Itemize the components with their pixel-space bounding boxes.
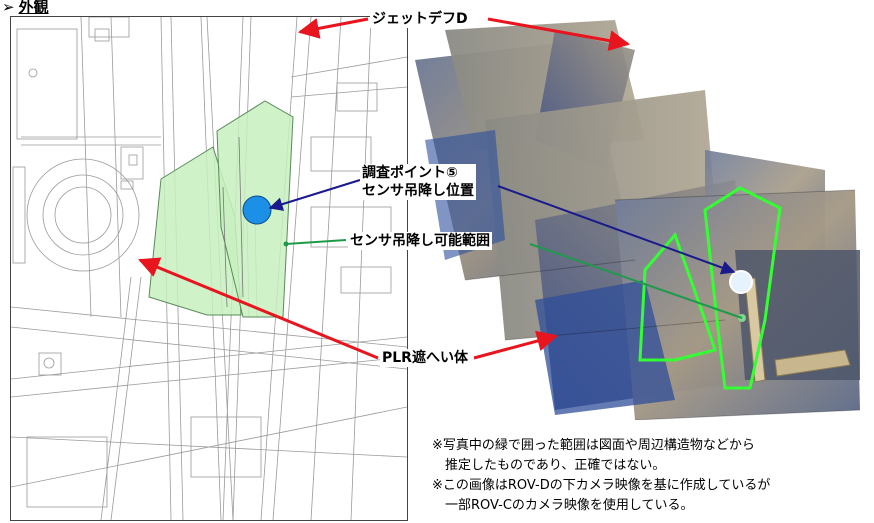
page-heading: ➢ 外観	[2, 0, 49, 17]
footnote-line: ※写真中の緑で囲った範囲は図面や周辺構造物などから	[432, 438, 755, 453]
footnotes: ※写真中の緑で囲った範囲は図面や周辺構造物などから 推定したものであり、正確では…	[432, 436, 770, 516]
jet-deflector-label: ジェットデフD	[370, 10, 470, 28]
footnote-line: 一部ROV-Cのカメラ映像を使用している。	[432, 498, 694, 513]
plan-drawing-canvas	[11, 17, 407, 520]
range-target-dot	[738, 314, 746, 322]
photo-mosaic-canvas	[415, 20, 861, 420]
plan-drawing	[10, 16, 408, 521]
sensor-point-marker	[242, 195, 272, 225]
survey-point-label: 調査ポイント⑤ センサ吊降し位置	[360, 164, 476, 200]
survey-point-label-line2: センサ吊降し位置	[362, 183, 474, 199]
arrow-bullet-icon: ➢	[2, 0, 15, 16]
footnote-line: 推定したものであり、正確ではない。	[432, 458, 666, 473]
shield-structure	[744, 277, 851, 383]
photo-mosaic	[405, 20, 870, 420]
survey-point-label-line1: 調査ポイント⑤	[362, 165, 458, 181]
plr-shield-label: PLR遮へい体	[380, 349, 470, 367]
possible-range-label: センサ吊降し可能範囲	[348, 232, 492, 250]
page-title: 外観	[18, 0, 49, 16]
footnote-line: ※この画像はROV-Dの下カメラ映像を基に作成しているが	[432, 478, 771, 493]
sensor-point-photo	[729, 270, 753, 294]
